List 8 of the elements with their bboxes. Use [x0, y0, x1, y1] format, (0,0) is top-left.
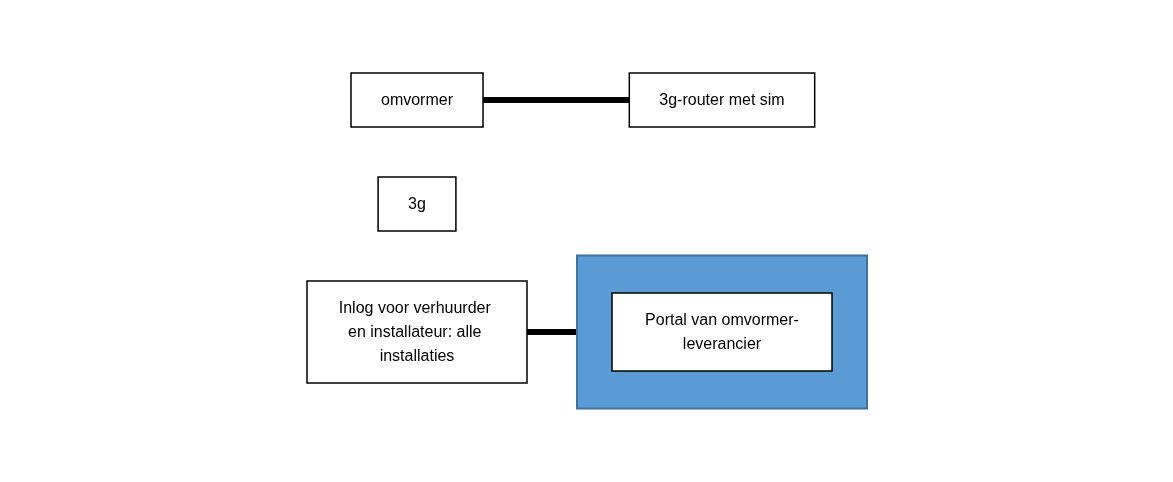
node-box: Portal van omvormer-leverancier	[610, 292, 833, 372]
node-box: Inlog voor verhuurder en installateur: alle installaties	[305, 280, 528, 384]
connector	[482, 97, 629, 104]
node-box: 3g-router met sim	[628, 72, 815, 128]
node-box: 3g	[376, 176, 457, 232]
connector	[526, 329, 577, 336]
node-box: omvormer	[349, 72, 484, 128]
cluster	[575, 254, 868, 410]
